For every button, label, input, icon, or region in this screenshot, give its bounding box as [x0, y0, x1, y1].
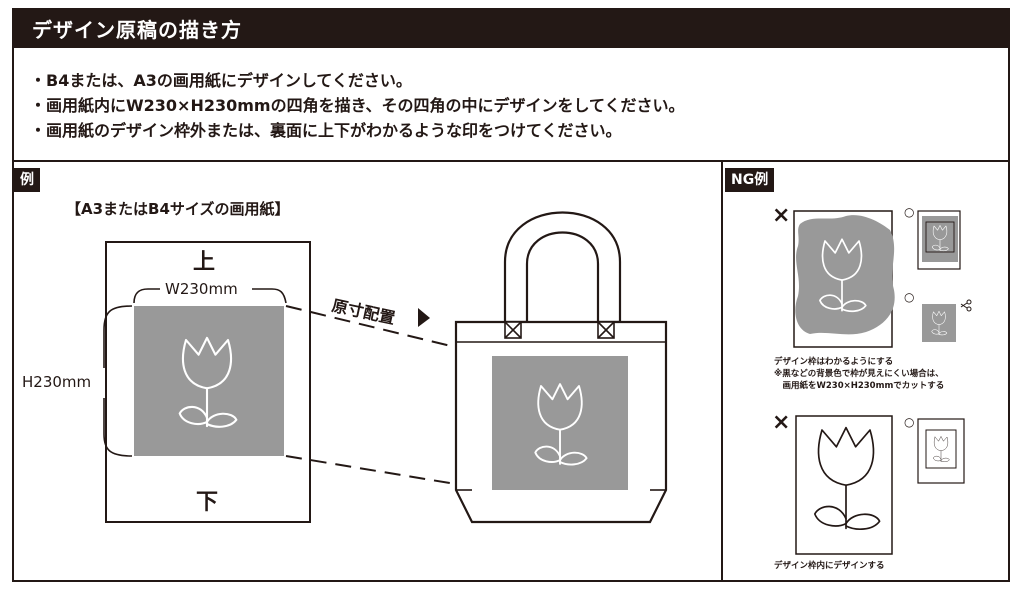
instruction-line-2: ・画用紙内にW230×H230mmの四角を描き、その四角の中にデザインをしてくだ… — [30, 96, 685, 115]
placement-arrow-icon — [418, 308, 430, 327]
bottom-mark: 下 — [196, 490, 219, 515]
instruction-line-3: ・画用紙のデザイン枠外または、裏面に上下がわかるような印をつけてください。 — [30, 121, 622, 140]
ng2-bad-mark: × — [772, 410, 791, 435]
height-brace — [103, 305, 133, 457]
handle-stitch-left — [504, 321, 522, 339]
ng1-bad-mark: × — [772, 203, 791, 228]
height-label: H230mm — [22, 373, 92, 391]
width-brace — [133, 288, 287, 304]
ng-tag: NG例 — [725, 168, 775, 192]
ng-note-1-line-1: デザイン枠はわかるようにする — [774, 357, 894, 367]
ng-note-1-line-2: ※黒などの背景色で枠が見えにくい場合は、 — [774, 369, 944, 379]
ok2-good-mark: ○ — [904, 290, 915, 304]
ng-note-1-line-3: 画用紙をW230×H230mmでカットする — [774, 381, 945, 391]
ok2-cut-square — [922, 304, 956, 342]
handle-stitch-right — [597, 321, 615, 339]
ok3-good-mark: ○ — [904, 415, 915, 429]
ok1-gray — [922, 216, 958, 262]
ok3-frame — [925, 429, 957, 469]
ng-note-1: デザイン枠はわかるようにする ※黒などの背景色で枠が見えにくい場合は、 画用紙を… — [774, 356, 944, 392]
width-label: W230mm — [165, 280, 238, 298]
header-bar: デザイン原稿の描き方 — [12, 8, 1010, 48]
paper-size-label: 【A3またはB4サイズの画用紙】 — [66, 200, 290, 218]
ng-divider — [721, 160, 723, 582]
page-title: デザイン原稿の描き方 — [32, 18, 242, 42]
instructions: ・B4または、A3の画用紙にデザインしてください。 ・画用紙内にW230×H23… — [30, 68, 685, 143]
ng-note-2: デザイン枠内にデザインする — [774, 561, 885, 571]
projection-line-bottom — [285, 455, 493, 491]
ok1-frame — [925, 221, 955, 253]
ok1-good-mark: ○ — [904, 205, 915, 219]
top-mark: 上 — [193, 250, 216, 275]
ng1-blob — [795, 215, 895, 335]
example-tag: 例 — [14, 168, 40, 192]
tote-handle — [503, 211, 622, 324]
design-area — [134, 306, 284, 456]
tote-design-area — [492, 356, 628, 490]
scissors-icon — [960, 299, 972, 312]
instruction-line-1: ・B4または、A3の画用紙にデザインしてください。 — [30, 71, 412, 90]
section-divider — [12, 160, 1010, 162]
